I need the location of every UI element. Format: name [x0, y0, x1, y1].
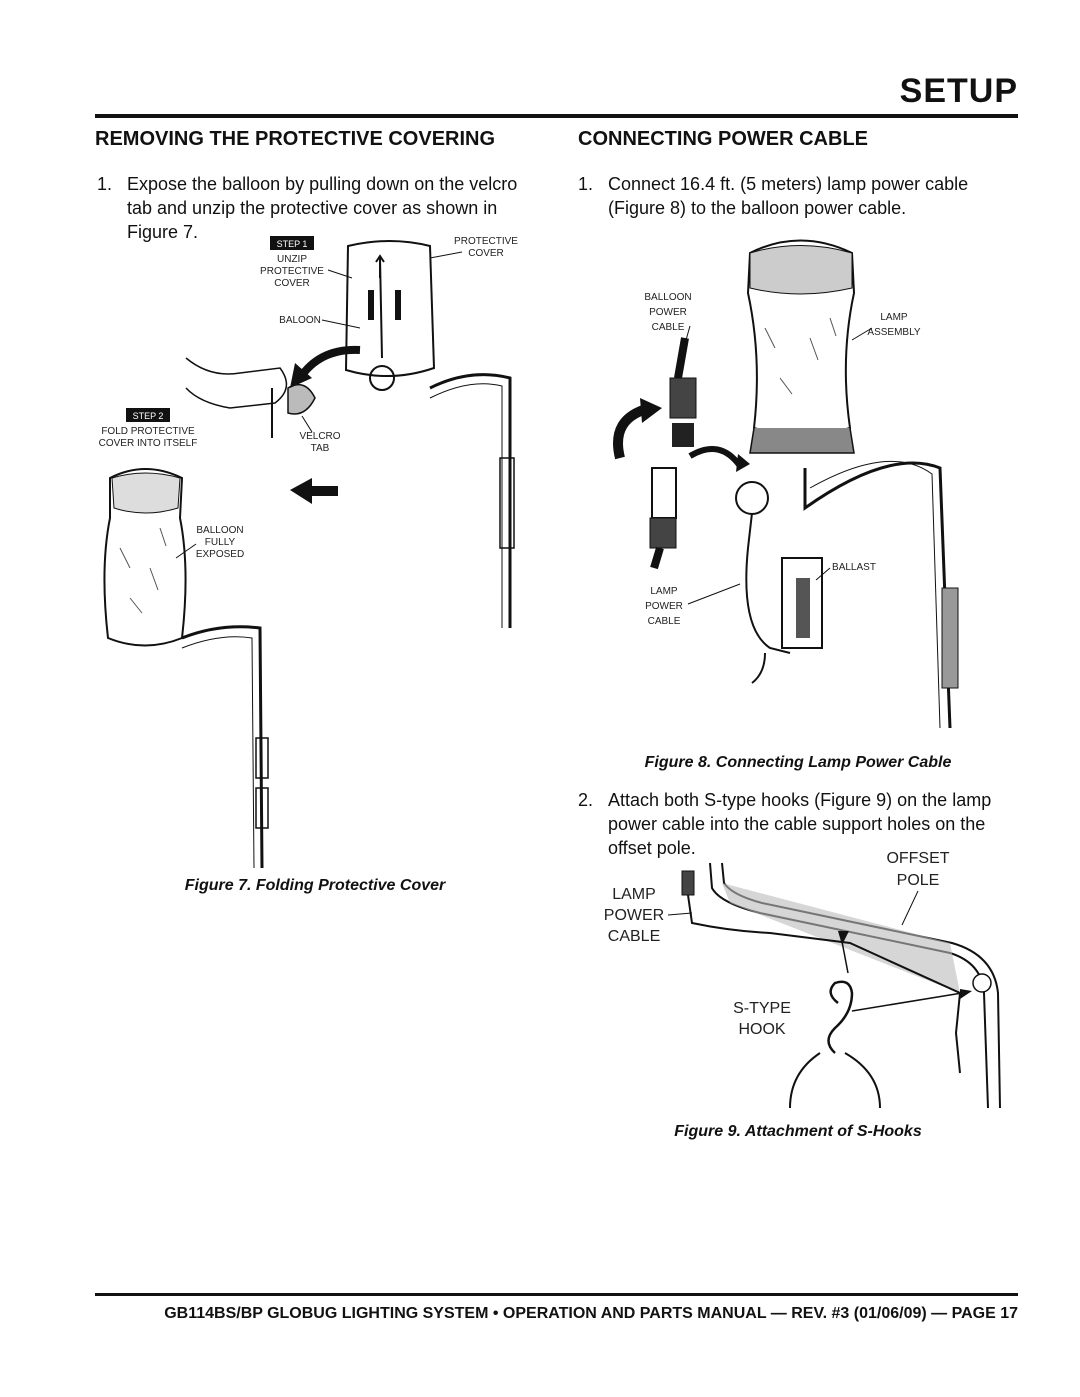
lamp-power-cable-label-2: POWER	[604, 907, 664, 924]
lamp-power-cable	[681, 870, 962, 1074]
s-type-hook-label-1: S-TYPE	[733, 1000, 791, 1017]
lamp-assembly-label-2: ASSEMBLY	[867, 327, 920, 338]
section-heading-removing-cover: REMOVING THE PROTECTIVE COVERING	[95, 128, 496, 150]
balloon-exposed-label-1: BALLOON	[196, 525, 243, 536]
section-heading-connecting-power: CONNECTING POWER CABLE	[578, 128, 868, 150]
balloon-exposed-label-3: EXPOSED	[196, 549, 244, 560]
step-number: 1.	[97, 174, 113, 194]
s-type-hook-label-2: HOOK	[738, 1021, 785, 1038]
figure-8-illustration: BALLOON POWER CABLE LAMP ASSEMBLY BALLAS…	[613, 239, 959, 728]
footer-rule	[95, 1293, 1018, 1296]
step-text: Expose the balloon by pulling down on th…	[127, 174, 518, 242]
step-number: 1.	[578, 174, 594, 194]
step-number: 2.	[578, 790, 594, 810]
step-text: Attach both S-type hooks (Figure 9) on t…	[608, 790, 992, 858]
step2-badge: STEP 2	[133, 411, 164, 421]
lamp-assembly-label-1: LAMP	[880, 312, 908, 323]
figure-8-caption: Figure 8. Connecting Lamp Power Cable	[644, 754, 952, 771]
baloon-label: BALOON	[279, 315, 321, 326]
hand-illustration	[185, 357, 288, 409]
lamp-power-cable-label-3: CABLE	[608, 928, 660, 945]
velcro-tab-shape	[287, 383, 316, 415]
step1-badge: STEP 1	[277, 239, 308, 249]
velcro-label-2: TAB	[311, 443, 330, 454]
lamp-power-cable-label-2: POWER	[645, 601, 683, 612]
lamp-power-cable-label-3: CABLE	[648, 616, 681, 627]
header-rule	[95, 114, 1018, 118]
offset-pole	[709, 862, 1001, 1109]
lamp-assembly	[746, 239, 959, 728]
offset-pole-label-1: OFFSET	[886, 850, 949, 867]
protective-cover-label-2: COVER	[468, 248, 504, 259]
cable-connectors	[649, 337, 791, 684]
exposed-balloon	[103, 468, 269, 868]
right-step-1: 1. Connect 16.4 ft. (5 meters) lamp powe…	[578, 172, 1018, 220]
page-title: SETUP	[899, 72, 1018, 110]
lamp-power-cable-label-1: LAMP	[650, 586, 678, 597]
page-footer: GB114BS/BP GLOBUG LIGHTING SYSTEM • OPER…	[164, 1305, 1018, 1322]
ballast-label: BALLAST	[832, 562, 876, 573]
step-text: Connect 16.4 ft. (5 meters) lamp power c…	[608, 174, 969, 218]
balloon-exposed-label-2: FULLY	[205, 537, 236, 548]
left-arrow-icon	[290, 478, 338, 504]
offset-pole-label-2: POLE	[897, 872, 940, 889]
fold-label-1: FOLD PROTECTIVE	[101, 426, 195, 437]
fold-label-2: COVER INTO ITSELF	[99, 438, 198, 449]
unzip-label-2: PROTECTIVE	[260, 266, 324, 277]
velcro-label-1: VELCRO	[299, 431, 340, 442]
balloon-power-cable-label-2: POWER	[649, 307, 687, 318]
left-step-1: 1. Expose the balloon by pulling down on…	[97, 172, 537, 244]
figure-7-illustration: STEP 1 UNZIP PROTECTIVE COVER PROTECTIVE…	[99, 236, 518, 868]
s-type-hook	[789, 930, 972, 1109]
lamp-power-cable-label-1: LAMP	[612, 886, 656, 903]
unzip-label-3: COVER	[274, 278, 310, 289]
figure-7-caption: Figure 7. Folding Protective Cover	[184, 877, 446, 894]
figure-9-caption: Figure 9. Attachment of S-Hooks	[674, 1123, 922, 1140]
balloon-power-cable-label-3: CABLE	[652, 322, 685, 333]
unzip-label-1: UNZIP	[277, 254, 307, 265]
protective-cover-label-1: PROTECTIVE	[454, 236, 518, 247]
step1-covered-balloon	[344, 240, 515, 628]
figure-9-illustration: OFFSET POLE LAMP POWER CABLE S-TYPE HOOK	[604, 850, 1001, 1109]
right-step-2: 2. Attach both S-type hooks (Figure 9) o…	[578, 788, 1018, 860]
balloon-power-cable-label-1: BALLOON	[644, 292, 691, 303]
curved-arrow-icon	[688, 445, 743, 468]
